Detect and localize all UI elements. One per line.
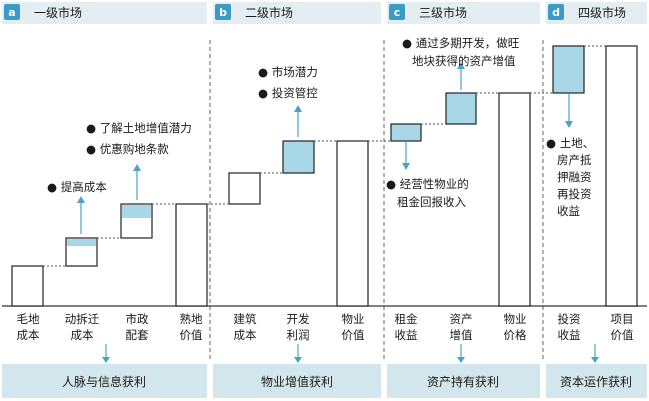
bottom-bands: 人脉与信息获利 物业增值获利 资产持有获利 资本运作获利 — [2, 364, 647, 398]
note-refinance-line5: 收益 — [557, 204, 580, 218]
band-a-background — [2, 364, 207, 398]
category-label-6a: 开发 — [287, 312, 310, 326]
category-label-12a: 项目 — [611, 312, 634, 326]
note-multiphase-line1: ● 通过多期开发，做旺 — [402, 36, 520, 50]
category-label-12b: 价值 — [611, 328, 634, 342]
badge-a — [4, 4, 20, 20]
section-header-d: d 四级市场 — [546, 2, 647, 24]
category-label-3a: 市政 — [126, 312, 149, 326]
badge-d — [548, 4, 564, 20]
category-label-3b: 配套 — [126, 328, 149, 342]
bar-municipal-supporting-fill — [122, 205, 151, 218]
band-b-background — [213, 364, 381, 398]
band-d-background — [546, 364, 647, 398]
note-refinance-line2: 房产抵 — [557, 153, 592, 167]
note-investment-control: ● 投资管控 — [258, 86, 318, 100]
category-labels: 毛地 成本 动拆迁 成本 市政 配套 熟地 价值 建筑 成本 开发 利润 物业 … — [17, 312, 634, 342]
category-label-9b: 增值 — [450, 328, 473, 342]
category-label-4b: 价值 — [180, 328, 203, 342]
badge-c-text: c — [394, 6, 401, 19]
bar-asset-appreciation — [445, 92, 477, 125]
note-refinance-line4: 再投资 — [557, 187, 592, 201]
category-label-11b: 收益 — [558, 328, 581, 342]
band-arrow-c — [457, 344, 465, 363]
band-arrow-b — [294, 344, 302, 363]
band-arrow-a — [102, 344, 110, 363]
badge-b-text: b — [219, 6, 227, 19]
category-label-10b: 价格 — [504, 328, 527, 342]
bar-cooked-land-value — [175, 203, 208, 307]
section-dividers — [209, 40, 544, 360]
badge-a-text: a — [8, 6, 15, 19]
category-label-7a: 物业 — [342, 312, 365, 326]
category-label-8b: 收益 — [395, 328, 418, 342]
note-raise-cost: ● 提高成本 — [47, 180, 107, 194]
bar-investment-return — [552, 45, 585, 94]
header-b-title: 二级市场 — [245, 5, 293, 20]
note-rental-line2: 租金回报收入 — [397, 195, 466, 209]
category-label-5a: 建筑 — [234, 312, 257, 326]
section-headers: a 一级市场 b 二级市场 c 三级市场 d 四级市场 — [2, 2, 647, 24]
bar-construction-cost — [228, 172, 261, 205]
category-label-8a: 租金 — [395, 312, 418, 326]
badge-b — [215, 4, 231, 20]
category-label-2b: 成本 — [71, 328, 94, 342]
band-c-background — [387, 364, 540, 398]
section-header-a: a 一级市场 — [2, 2, 207, 24]
category-label-1a: 毛地 — [17, 312, 40, 326]
arrow-asset-appreciation — [457, 62, 465, 90]
badge-c — [389, 4, 405, 20]
band-a-label: 人脉与信息获利 — [62, 374, 146, 389]
header-d-background — [546, 2, 647, 24]
arrow-refinancing — [565, 94, 573, 128]
header-c-background — [387, 2, 540, 24]
note-refinance-line1: ● 土地、 — [546, 136, 594, 150]
note-market-potential: ● 市场潜力 — [258, 65, 318, 79]
category-label-1b: 成本 — [17, 328, 40, 342]
category-label-7b: 价值 — [342, 328, 365, 342]
bar-raw-land-cost — [11, 265, 44, 307]
category-label-6b: 利润 — [287, 328, 310, 342]
arrow-rental-income — [402, 142, 410, 170]
section-header-b: b 二级市场 — [213, 2, 381, 24]
category-label-9a: 资产 — [450, 312, 473, 326]
header-b-background — [213, 2, 381, 24]
bar-project-value — [605, 45, 638, 307]
bar-property-value — [336, 140, 369, 307]
connectors — [43, 45, 606, 267]
category-label-2a: 动拆迁 — [65, 312, 100, 326]
header-d-title: 四级市场 — [578, 5, 626, 20]
band-arrow-d — [591, 344, 599, 363]
band-arrows — [102, 344, 599, 363]
note-rental-line1: ● 经营性物业的 — [386, 177, 469, 191]
header-a-title: 一级市场 — [34, 5, 82, 20]
category-label-10a: 物业 — [504, 312, 527, 326]
band-d-label: 资本运作获利 — [560, 375, 632, 389]
annotation-arrows — [77, 62, 573, 234]
category-label-4a: 熟地 — [180, 312, 203, 326]
section-header-c: c 三级市场 — [387, 2, 540, 24]
header-a-background — [2, 2, 207, 24]
category-label-5b: 成本 — [234, 328, 257, 342]
header-c-title: 三级市场 — [419, 5, 467, 20]
bar-property-price — [498, 92, 531, 307]
arrow-raise-cost — [77, 196, 85, 234]
category-label-11a: 投资 — [558, 312, 581, 326]
band-c-label: 资产持有获利 — [427, 374, 499, 389]
bar-rental-income — [390, 123, 422, 142]
note-refinance-line3: 押融资 — [557, 170, 592, 184]
arrow-market-potential — [294, 105, 302, 137]
band-b-label: 物业增值获利 — [261, 374, 333, 389]
annotations: ● 提高成本 ● 了解土地增值潜力 ● 优惠购地条款 ● 市场潜力 ● 投资管控… — [47, 36, 594, 218]
note-land-potential: ● 了解土地增值潜力 — [86, 121, 192, 135]
note-multiphase-line2: 地块获得的资产增值 — [412, 54, 516, 68]
bar-relocation-cost-fill — [67, 239, 96, 246]
badge-d-text: d — [552, 6, 560, 19]
note-preferential-terms: ● 优惠购地条款 — [86, 142, 169, 156]
bar-development-profit — [282, 140, 315, 174]
arrow-land-potential — [133, 164, 141, 200]
